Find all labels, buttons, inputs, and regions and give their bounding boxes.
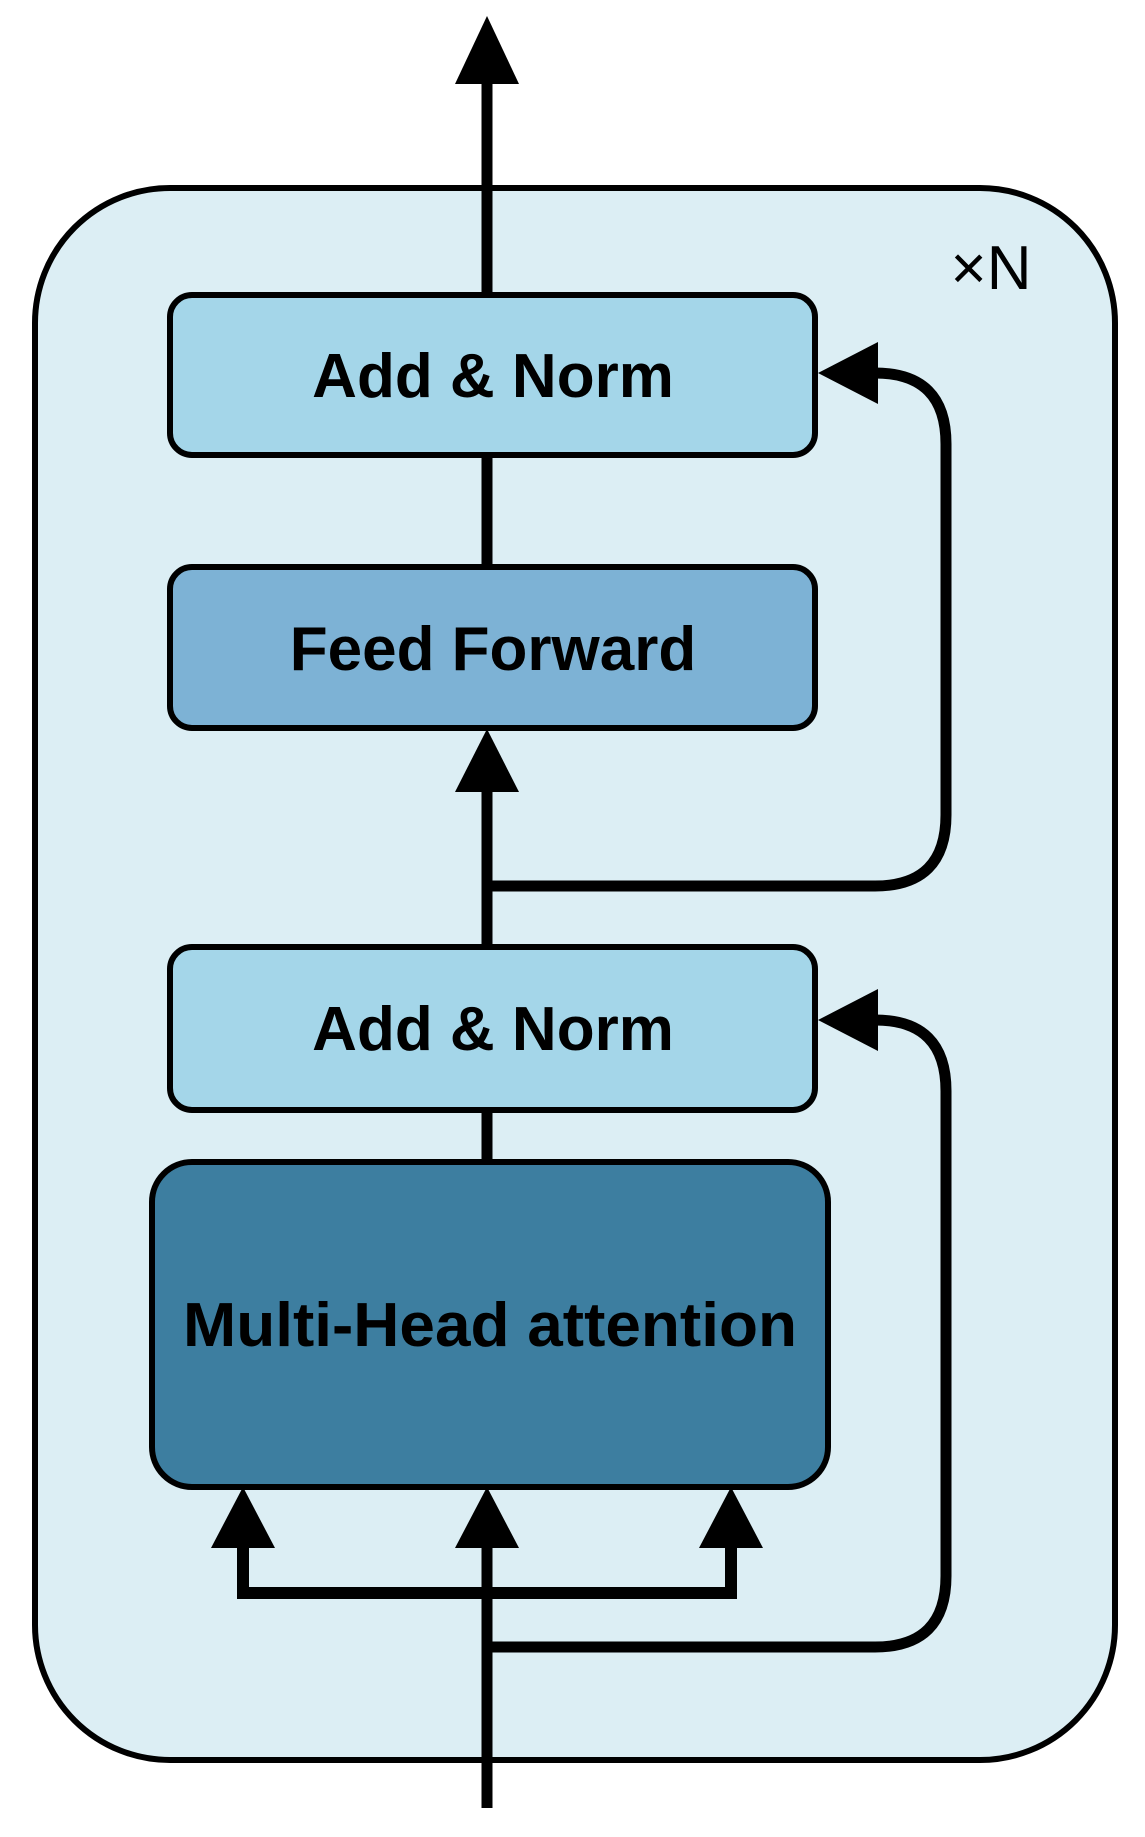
add-norm-bottom-label: Add & Norm [312, 995, 674, 1064]
feed-forward-box [167, 564, 818, 731]
qkv-fork-line [237, 1548, 737, 1599]
block-add-norm-bottom: Add & Norm [167, 944, 818, 1113]
output-arrowhead-icon [455, 16, 519, 84]
add-norm-top-box [167, 292, 818, 458]
multi-head-attention-label: Multi-Head attention [183, 1291, 797, 1360]
attention-right-arrowhead-icon [699, 1487, 763, 1548]
block-multi-head-attention: Multi-Head attention [149, 1159, 831, 1490]
attention-center-arrowhead-icon [455, 1487, 519, 1548]
repeat-count-label: ×N [951, 234, 1032, 303]
residual-connection-bottom [487, 1014, 952, 1653]
feed-forward-arrowhead-icon [455, 729, 519, 792]
residual-top-arrowhead-icon [818, 342, 878, 404]
feed-forward-label: Feed Forward [290, 615, 697, 684]
multi-head-attention-box [149, 1159, 831, 1490]
residual-connection-top [487, 367, 952, 892]
attention-left-arrowhead-icon [211, 1487, 275, 1548]
add-norm-bottom-box [167, 944, 818, 1113]
residual-bottom-arrowhead-icon [818, 989, 878, 1051]
block-feed-forward: Feed Forward [167, 564, 818, 731]
block-add-norm-top: Add & Norm [167, 292, 818, 458]
add-norm-top-label: Add & Norm [312, 342, 674, 411]
